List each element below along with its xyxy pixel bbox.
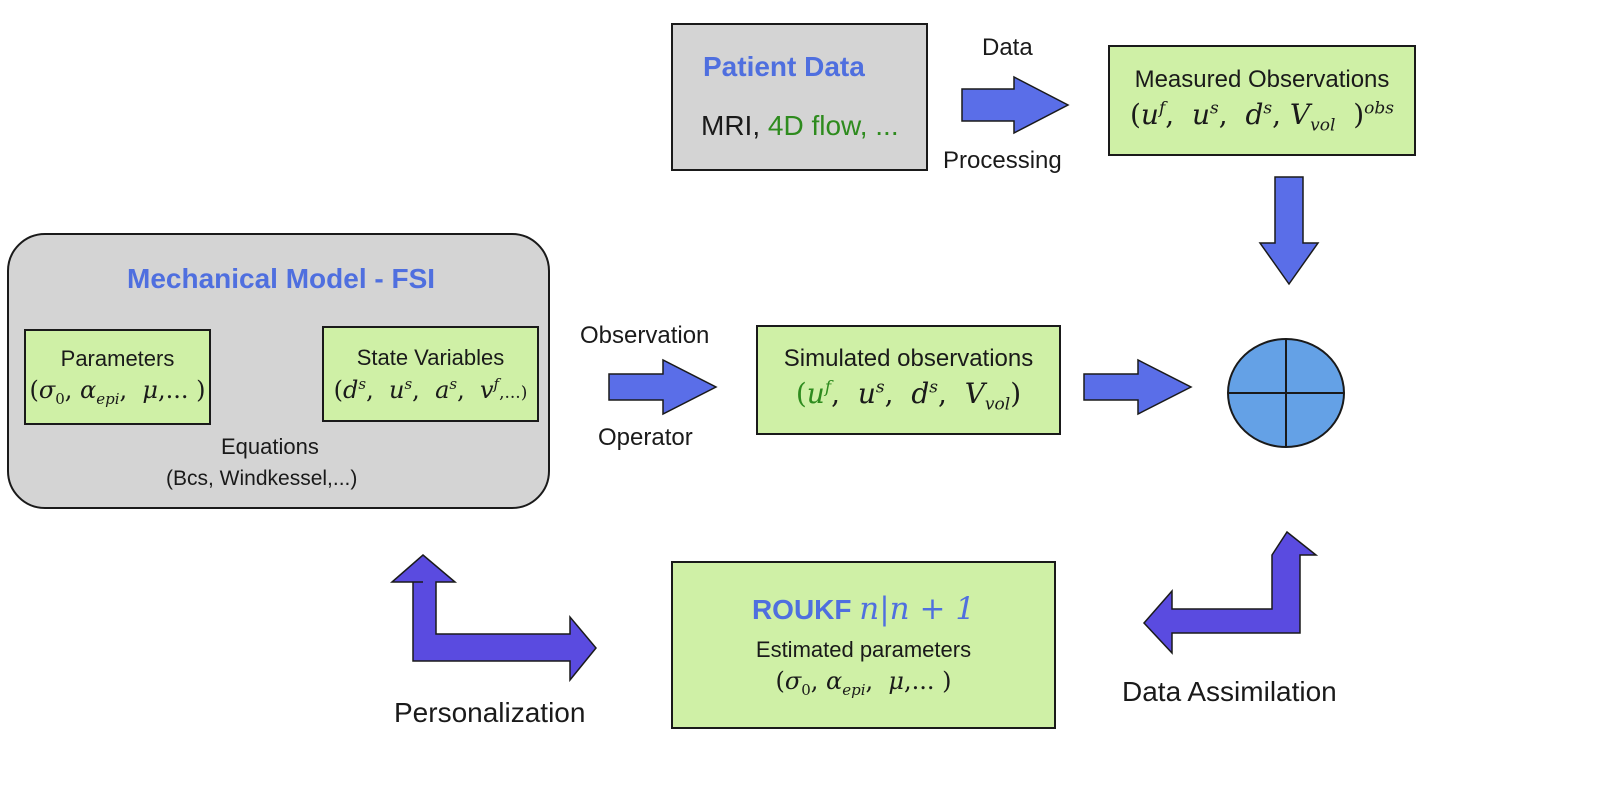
comparator-circle-icon <box>1227 338 1345 448</box>
data-assimilation-label: Data Assimilation <box>1122 676 1337 707</box>
state-variables-formula: (ds, us, as, vf,...) <box>333 374 528 404</box>
personalization-label: Personalization <box>394 697 586 728</box>
roukf-subtitle: Estimated parameters <box>755 637 972 663</box>
measured-observations-box: Measured Observations (uf, us, ds, Vvol … <box>1108 45 1416 156</box>
processing-label: Processing <box>943 147 1062 174</box>
parameters-formula: (σ0, αepi, μ,... ) <box>29 376 206 408</box>
observation-label: Observation <box>580 322 710 349</box>
simulated-observations-formula: (uf, us, ds, Vvol) <box>795 377 1022 415</box>
parameters-box: Parameters (σ0, αepi, μ,... ) <box>24 329 211 425</box>
patient-data-box: Patient Data MRI, 4D flow, ... <box>671 23 928 171</box>
data-processing-arrow <box>961 75 1070 135</box>
simulated-observations-title: Simulated observations <box>783 345 1034 373</box>
roukf-title: ROUKF <box>751 594 852 626</box>
observation-operator-arrow <box>608 358 718 416</box>
measured-observations-title: Measured Observations <box>1134 65 1390 93</box>
roukf-formula: (σ0, αepi, μ,... ) <box>775 667 952 699</box>
roukf-box: ROUKF n|n + 1 Estimated parameters (σ0, … <box>671 561 1056 729</box>
data-assimilation-arrow <box>1142 530 1319 655</box>
state-variables-title: State Variables <box>356 344 505 370</box>
mechanical-model-title: Mechanical Model - FSI <box>127 263 436 294</box>
patient-data-title: Patient Data <box>703 51 865 82</box>
measured-observations-formula: (uf, us, ds, Vvol )obs <box>1129 97 1395 136</box>
equations-label: Equations <box>221 434 319 459</box>
measured-down-arrow <box>1258 176 1320 286</box>
personalization-arrow <box>389 554 597 683</box>
patient-data-sources: MRI, 4D flow, ... <box>701 110 899 142</box>
simulated-to-comparator-arrow <box>1083 358 1193 416</box>
patient-data-4dflow: 4D flow, ... <box>767 110 899 141</box>
equations-details: (Bcs, Windkessel,...) <box>166 467 358 490</box>
roukf-heading: ROUKF n|n + 1 <box>752 591 975 627</box>
parameters-title: Parameters <box>60 346 175 372</box>
patient-data-mri: MRI, <box>701 110 768 141</box>
simulated-observations-box: Simulated observations (uf, us, ds, Vvol… <box>756 325 1061 435</box>
roukf-iteration: n|n + 1 <box>859 591 976 628</box>
state-variables-box: State Variables (ds, us, as, vf,...) <box>322 326 539 422</box>
operator-label: Operator <box>598 424 693 451</box>
data-label: Data <box>982 34 1033 61</box>
mechanical-model-box: Mechanical Model - FSI Parameters (σ0, α… <box>7 233 550 509</box>
